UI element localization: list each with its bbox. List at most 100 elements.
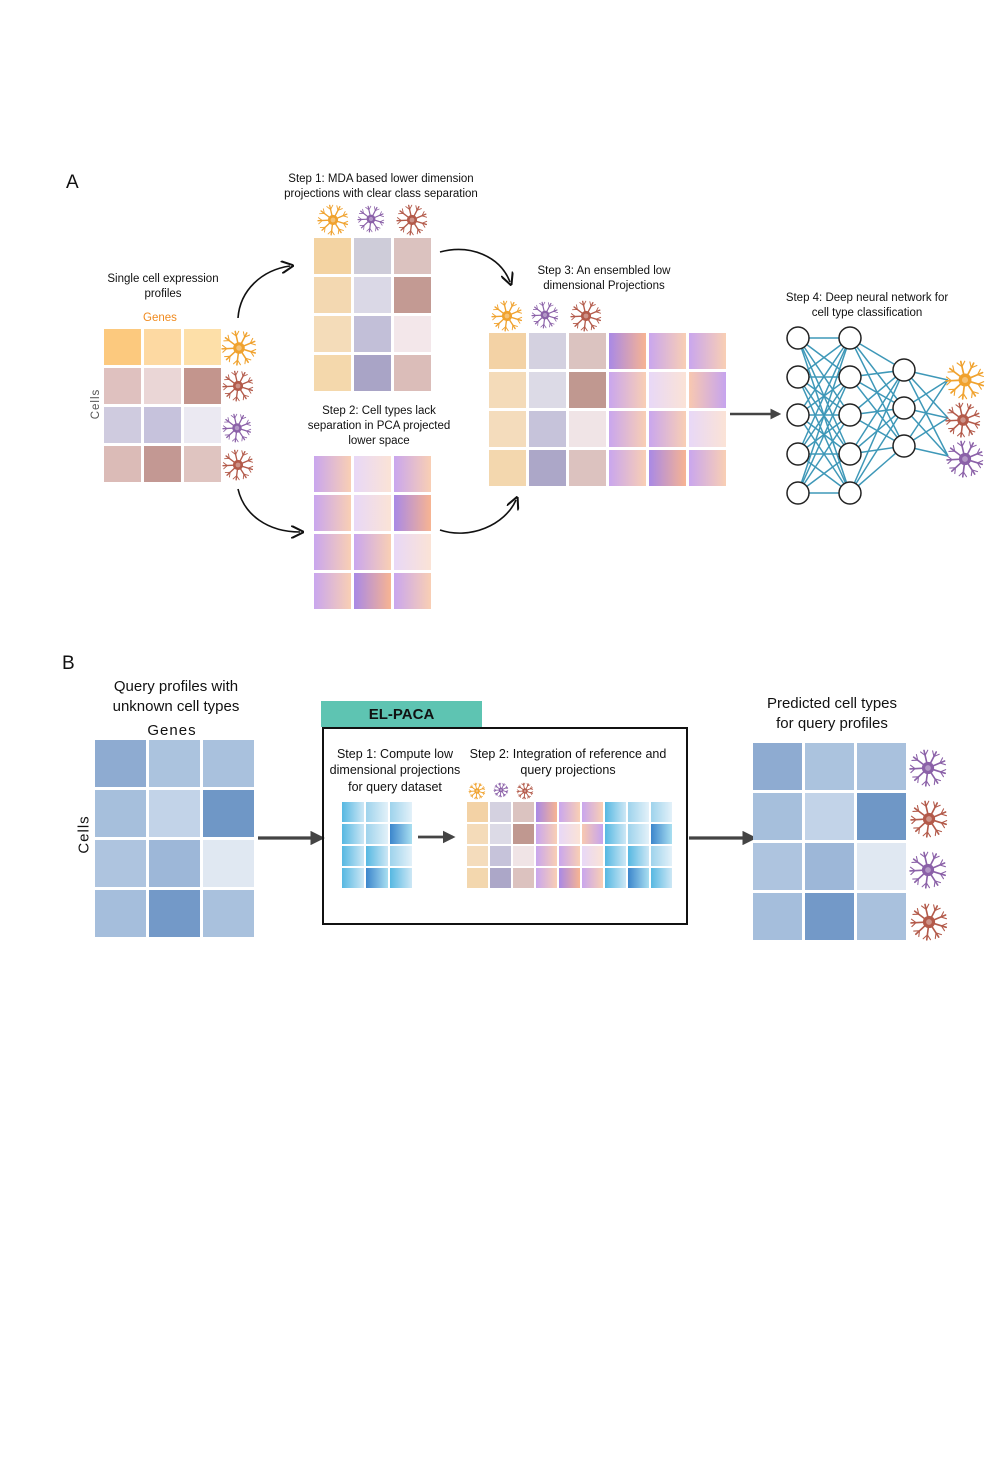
integration-purple-cell-icon <box>493 782 509 798</box>
input-matrix-cell <box>144 329 181 365</box>
query-matrix-cell <box>149 840 200 887</box>
integration-red-cell-icon <box>516 782 534 800</box>
input-row2-cell-icon <box>222 370 254 402</box>
ensemble-matrix-cell <box>529 411 566 447</box>
ensemble-matrix-cell <box>609 450 646 486</box>
query-matrix-cell <box>149 890 200 937</box>
pca-projection-matrix-cell <box>314 573 351 609</box>
pca-projection-matrix-cell <box>354 495 391 531</box>
mda-projection-matrix-cell <box>354 316 391 352</box>
ensemble-matrix-cell <box>649 372 686 408</box>
query-matrix-cell <box>149 790 200 837</box>
integration-matrix-cell <box>582 824 603 844</box>
mda-projection-matrix-cell <box>394 355 431 391</box>
predicted-matrix-cell <box>805 793 854 840</box>
integration-matrix-cell <box>651 802 672 822</box>
step3-label: Step 3: An ensembled low dimensional Pro… <box>537 265 671 292</box>
predicted-matrix-cell <box>753 893 802 940</box>
ensemble-matrix-cell <box>689 411 726 447</box>
query-matrix-cell <box>149 740 200 787</box>
input-matrix-cell <box>104 329 141 365</box>
integration-matrix-cell <box>582 846 603 866</box>
integration-matrix-cell <box>467 868 488 888</box>
integration-orange-cell-icon <box>468 782 486 800</box>
integration-matrix-cell <box>605 846 626 866</box>
el-paca-step2: Step 2: Integration of reference and que… <box>469 747 667 778</box>
pca-projection-matrix-cell <box>354 456 391 492</box>
integration-matrix-cell <box>582 868 603 888</box>
input-matrix-cell <box>104 407 141 443</box>
arrow-input-to-step1 <box>237 266 290 319</box>
step3-orange-cell-icon <box>491 300 523 332</box>
query-matrix-cell <box>95 740 146 787</box>
cells-label-a: Cells <box>90 388 102 420</box>
ensemble-matrix-cell <box>689 333 726 369</box>
ensemble-matrix-cell <box>649 411 686 447</box>
mda-projection-matrix-cell <box>354 238 391 274</box>
input-matrix <box>104 329 221 482</box>
integration-matrix-cell <box>467 824 488 844</box>
ensemble-matrix-cell <box>529 450 566 486</box>
query-title: Query profiles with unknown cell types <box>112 678 240 715</box>
query-projection-matrix-cell <box>390 868 412 888</box>
step2-label: Step 2: Cell types lack separation in PC… <box>307 405 451 447</box>
query-projection-matrix-cell <box>342 846 364 866</box>
el-paca-box <box>322 727 688 925</box>
step1-red-cell-icon <box>396 204 428 236</box>
output-orange-cell-icon <box>945 360 985 400</box>
query-matrix <box>95 740 254 937</box>
query-projection-matrix <box>342 802 412 888</box>
genes-label-a: Genes <box>143 312 177 324</box>
integration-matrix-cell <box>513 846 534 866</box>
integration-matrix-cell <box>536 802 557 822</box>
arrow-step2-to-step3 <box>439 500 516 534</box>
ensemble-matrix-cell <box>569 372 606 408</box>
pca-projection-matrix-cell <box>394 456 431 492</box>
el-paca-step1: Step 1: Compute low dimensional projecti… <box>329 747 461 794</box>
step1-label: Step 1: MDA based lower dimension projec… <box>284 173 478 200</box>
input-matrix-cell <box>184 446 221 482</box>
query-projection-matrix-cell <box>342 868 364 888</box>
query-projection-matrix-cell <box>366 868 388 888</box>
integration-matrix-cell <box>559 868 580 888</box>
genes-label-b: Genes <box>147 722 197 739</box>
pca-projection-matrix-cell <box>354 573 391 609</box>
input-matrix-cell <box>104 446 141 482</box>
integration-matrix-cell <box>490 824 511 844</box>
mda-projection-matrix-cell <box>354 277 391 313</box>
predicted-matrix-cell <box>753 843 802 890</box>
mda-projection-matrix-cell <box>354 355 391 391</box>
query-projection-matrix-cell <box>366 824 388 844</box>
query-matrix-cell <box>95 790 146 837</box>
el-paca-tab: EL-PACA <box>321 701 482 727</box>
step3-red-cell-icon <box>570 300 602 332</box>
integration-matrix-cell <box>605 868 626 888</box>
integration-matrix-cell <box>467 802 488 822</box>
predicted-matrix-cell <box>857 893 906 940</box>
step1-purple-cell-icon <box>357 205 385 233</box>
pca-projection-matrix-cell <box>394 573 431 609</box>
ensemble-matrix-cell <box>489 372 526 408</box>
input-row4-cell-icon <box>222 449 254 481</box>
predicted-row4-red-cell-icon <box>910 903 948 941</box>
ensemble-matrix-cell <box>689 372 726 408</box>
step3-purple-cell-icon <box>531 301 559 329</box>
predicted-matrix <box>753 743 906 940</box>
cells-label-b: Cells <box>75 815 93 854</box>
integration-matrix-cell <box>582 802 603 822</box>
predicted-matrix-cell <box>857 843 906 890</box>
input-matrix-cell <box>184 329 221 365</box>
pca-projection-matrix-cell <box>394 495 431 531</box>
predicted-matrix-cell <box>805 743 854 790</box>
mda-projection-matrix-cell <box>314 316 351 352</box>
mda-projection-matrix <box>314 238 431 391</box>
input-matrix-cell <box>104 368 141 404</box>
network-edges <box>797 337 949 494</box>
query-projection-matrix-cell <box>342 802 364 822</box>
ensemble-matrix-cell <box>569 411 606 447</box>
pca-projection-matrix-cell <box>314 534 351 570</box>
predicted-matrix-cell <box>857 793 906 840</box>
query-projection-matrix-cell <box>342 824 364 844</box>
pca-projection-matrix-cell <box>394 534 431 570</box>
integration-matrix-cell <box>559 802 580 822</box>
